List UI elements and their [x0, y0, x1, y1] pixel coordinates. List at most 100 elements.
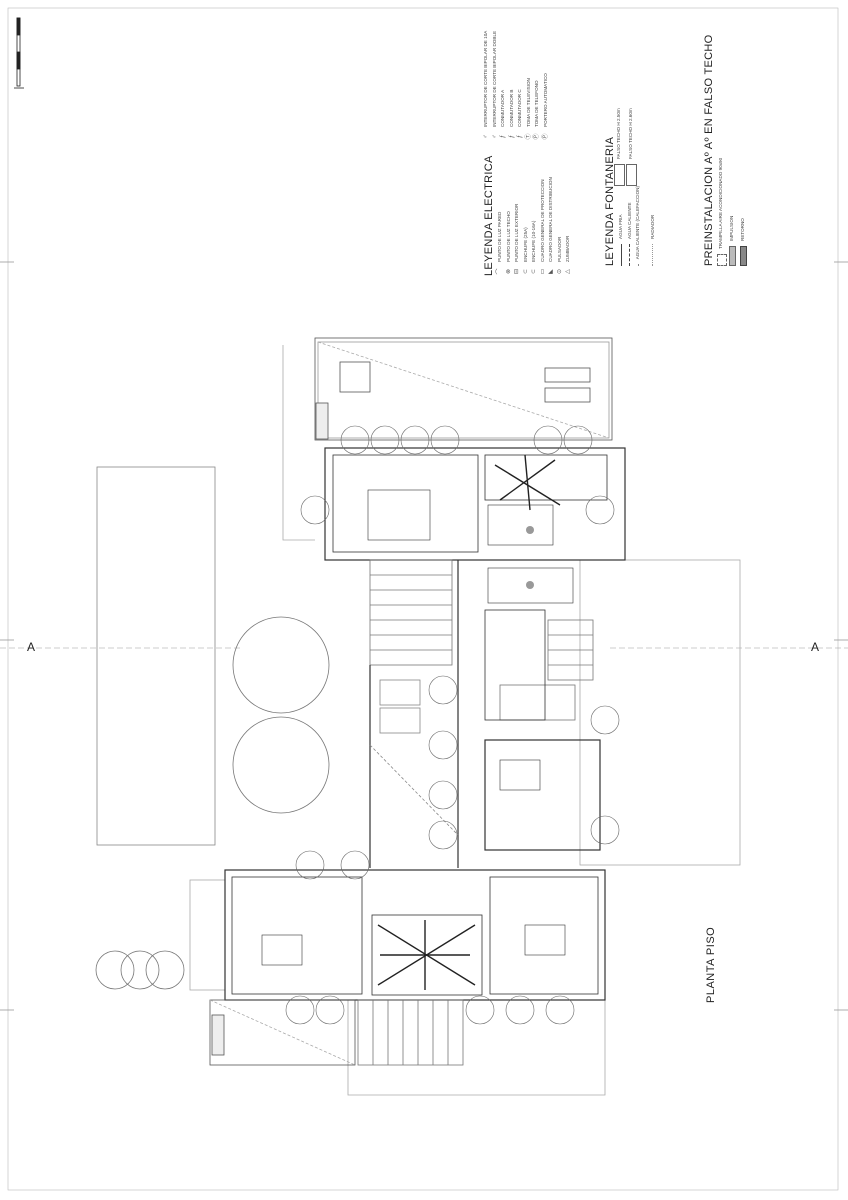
legend-preinstalacion-aa: PREINSTALACION Aº Aº EN FALSO TECHO TRAM…	[702, 34, 749, 266]
lower-terrace	[209, 999, 356, 1066]
hatch-trapdoor-icon	[716, 254, 727, 266]
legend-label: INTERRUPTOR DE CORTE BIPOLAR DE 10A	[483, 30, 488, 127]
legend-label: PUNTO DE LUZ EXTERIOR	[514, 203, 519, 262]
legend-item: RADIADOR	[649, 186, 658, 266]
intercom-icon: Ⓟ	[542, 133, 549, 140]
legend-aa-title: PREINSTALACION Aº Aº EN FALSO TECHO	[703, 34, 715, 266]
legend-label: RADIADOR	[649, 214, 655, 239]
legend-label: TOMA DE TELEVISION	[525, 78, 531, 127]
legend-label: FALSO TECHO H 2.50m	[615, 108, 621, 159]
legend-item: Ⓟ PORTERO AUTOMATICO	[542, 31, 551, 141]
legend-item: ⊂ ENCHUFE (10-16A)	[530, 141, 539, 276]
plan-title: PLANTA PISO	[705, 926, 717, 1003]
legend-item: ƒ CONMUTADOR B	[508, 31, 517, 141]
legend-item: ⊙PULSADOR	[556, 141, 565, 276]
frame-ticks	[0, 261, 848, 1011]
trees	[95, 616, 330, 990]
legend-item: Ⓣ TOMA DE TELEVISION	[525, 31, 534, 141]
legend-label: CONMUTADOR A	[500, 89, 505, 127]
legend-label: FALSO TECHO H 2.60m	[627, 108, 633, 159]
wall-light-icon: ⌒	[497, 268, 503, 275]
legend-label: AGUA CALIENTE	[626, 202, 632, 239]
legend-label: CUADRO GENERAL DE DISTRIBUCION	[548, 177, 553, 262]
legend-label: PULSADOR	[556, 236, 562, 262]
panel-icon: ▭	[539, 268, 546, 275]
legend-label: ZUMBADOR	[565, 235, 570, 262]
stairs-middle	[369, 559, 453, 666]
switch-icon: ƒ	[517, 134, 523, 139]
bath-diagonals-upper	[494, 454, 561, 511]
legend-label: CUADRO GENERAL DE PROTECCION	[539, 179, 545, 262]
legend-item: AGUA CALIENTE	[626, 186, 635, 266]
tv-outlet-icon: Ⓣ	[525, 133, 532, 140]
upper-block	[324, 447, 626, 604]
legend-item: ◣ CUADRO GENERAL DE DISTRIBUCION	[547, 141, 556, 276]
legend-item: ♂ INTERRUPTOR DE CORTE BIPOLAR DOBLE	[491, 31, 500, 141]
radiator-icon	[652, 244, 654, 266]
legend-item: ⌒ PUNTO DE LUZ PARED	[496, 141, 505, 276]
switch-double-icon: ♂	[491, 134, 498, 139]
section-marker-right: A	[811, 640, 820, 654]
ceiling-light-icon: ⊗	[505, 268, 512, 275]
legend-item: ⊗ PUNTO DE LUZ TECHO	[505, 141, 514, 276]
legend-item: ƒ CONMUTADOR C	[516, 31, 525, 141]
legend-label: ENCHUFE (10-16A)	[531, 220, 536, 262]
socket-icon: ⊂	[522, 268, 529, 275]
legend-item: △ ZUMBADOR	[564, 141, 573, 276]
legend-item: FALSO TECHO H 2.50m	[613, 108, 625, 186]
hot-water-line-icon	[629, 244, 631, 266]
legend-item: RETORNO	[738, 66, 749, 266]
legend-item: AGUA CALIENTE (CALEFACCION)	[634, 186, 643, 266]
legend-item: ⊟ PUNTO DE LUZ EXTERIOR	[513, 141, 522, 276]
cold-water-line-icon	[620, 244, 622, 266]
legend-label: CONMUTADOR B	[508, 89, 514, 127]
legend-label: RETORNO	[740, 218, 746, 241]
bath-diagonals-lower	[377, 920, 476, 990]
exterior-light-icon: ⊟	[514, 268, 520, 275]
legend-label: IMPULSION	[729, 215, 735, 241]
heating-line-icon	[637, 264, 639, 266]
legend-item: FALSO TECHO H 2.60m	[625, 108, 637, 186]
return-duct-icon	[740, 246, 747, 266]
legend-item: ⊂ ENCHUFE (25A)	[522, 141, 531, 276]
legend-item: ▭ CUADRO GENERAL DE PROTECCION	[539, 141, 548, 276]
legend-label: CONMUTADOR C	[517, 89, 522, 127]
legend-fontaneria: LEYENDA FONTANERIA AGUA FRIA AGUA CALIEN…	[603, 108, 658, 266]
supply-duct-icon	[729, 246, 736, 266]
middle-block	[369, 560, 601, 868]
stairs-right	[499, 619, 594, 721]
legend-item: ƒ CONMUTADOR A	[499, 31, 508, 141]
scale-bar	[14, 17, 24, 89]
legend-label: INTERRUPTOR DE CORTE BIPOLAR DOBLE	[491, 30, 497, 127]
legend-label: PUNTO DE LUZ TECHO	[505, 211, 511, 262]
legend-label: TOMA DE TELEFONO	[534, 80, 539, 127]
legend-item: IMPULSION	[727, 66, 738, 266]
upper-terrace	[314, 337, 613, 441]
phone-outlet-icon: Ⓟ	[534, 133, 540, 140]
switch-icon: ƒ	[508, 134, 515, 139]
legend-label: ENCHUFE (25A)	[522, 227, 528, 262]
legend-label: TRAMPILLA AIRE ACONDICIONADO 90x90	[718, 157, 724, 249]
switch-icon: ƒ	[500, 134, 506, 139]
legend-item: AGUA FRIA	[617, 186, 626, 266]
switch-icon: ♂	[483, 134, 489, 139]
distribution-panel-icon: ◣	[548, 269, 554, 274]
stairs-lower	[357, 999, 464, 1066]
legend-label: PUNTO DE LUZ PARED	[497, 211, 502, 262]
door-swings	[285, 425, 620, 1025]
legend-label: AGUA FRIA	[618, 214, 623, 239]
ground-floor-outline	[189, 345, 741, 1096]
buzzer-icon: △	[565, 269, 571, 274]
legend-item: Ⓟ TOMA DE TELEFONO	[533, 31, 542, 141]
middle-furniture	[369, 679, 459, 836]
legend-item: TRAMPILLA AIRE ACONDICIONADO 90x90	[716, 66, 727, 266]
legend-label: PORTERO AUTOMATICO	[542, 73, 548, 127]
legend-label: AGUA CALIENTE (CALEFACCION)	[635, 186, 640, 260]
pool-outline	[96, 466, 216, 846]
legend-electrica: LEYENDA ELECTRICA ⌒PUNTO DE LUZ PARED ⊗P…	[482, 20, 573, 276]
false-ceiling-box-icon	[613, 164, 625, 186]
lower-block	[224, 869, 606, 1001]
legend-item: ♂ INTERRUPTOR DE CORTE BIPOLAR DE 10A	[482, 31, 491, 141]
socket-icon: ⊂	[531, 268, 537, 275]
